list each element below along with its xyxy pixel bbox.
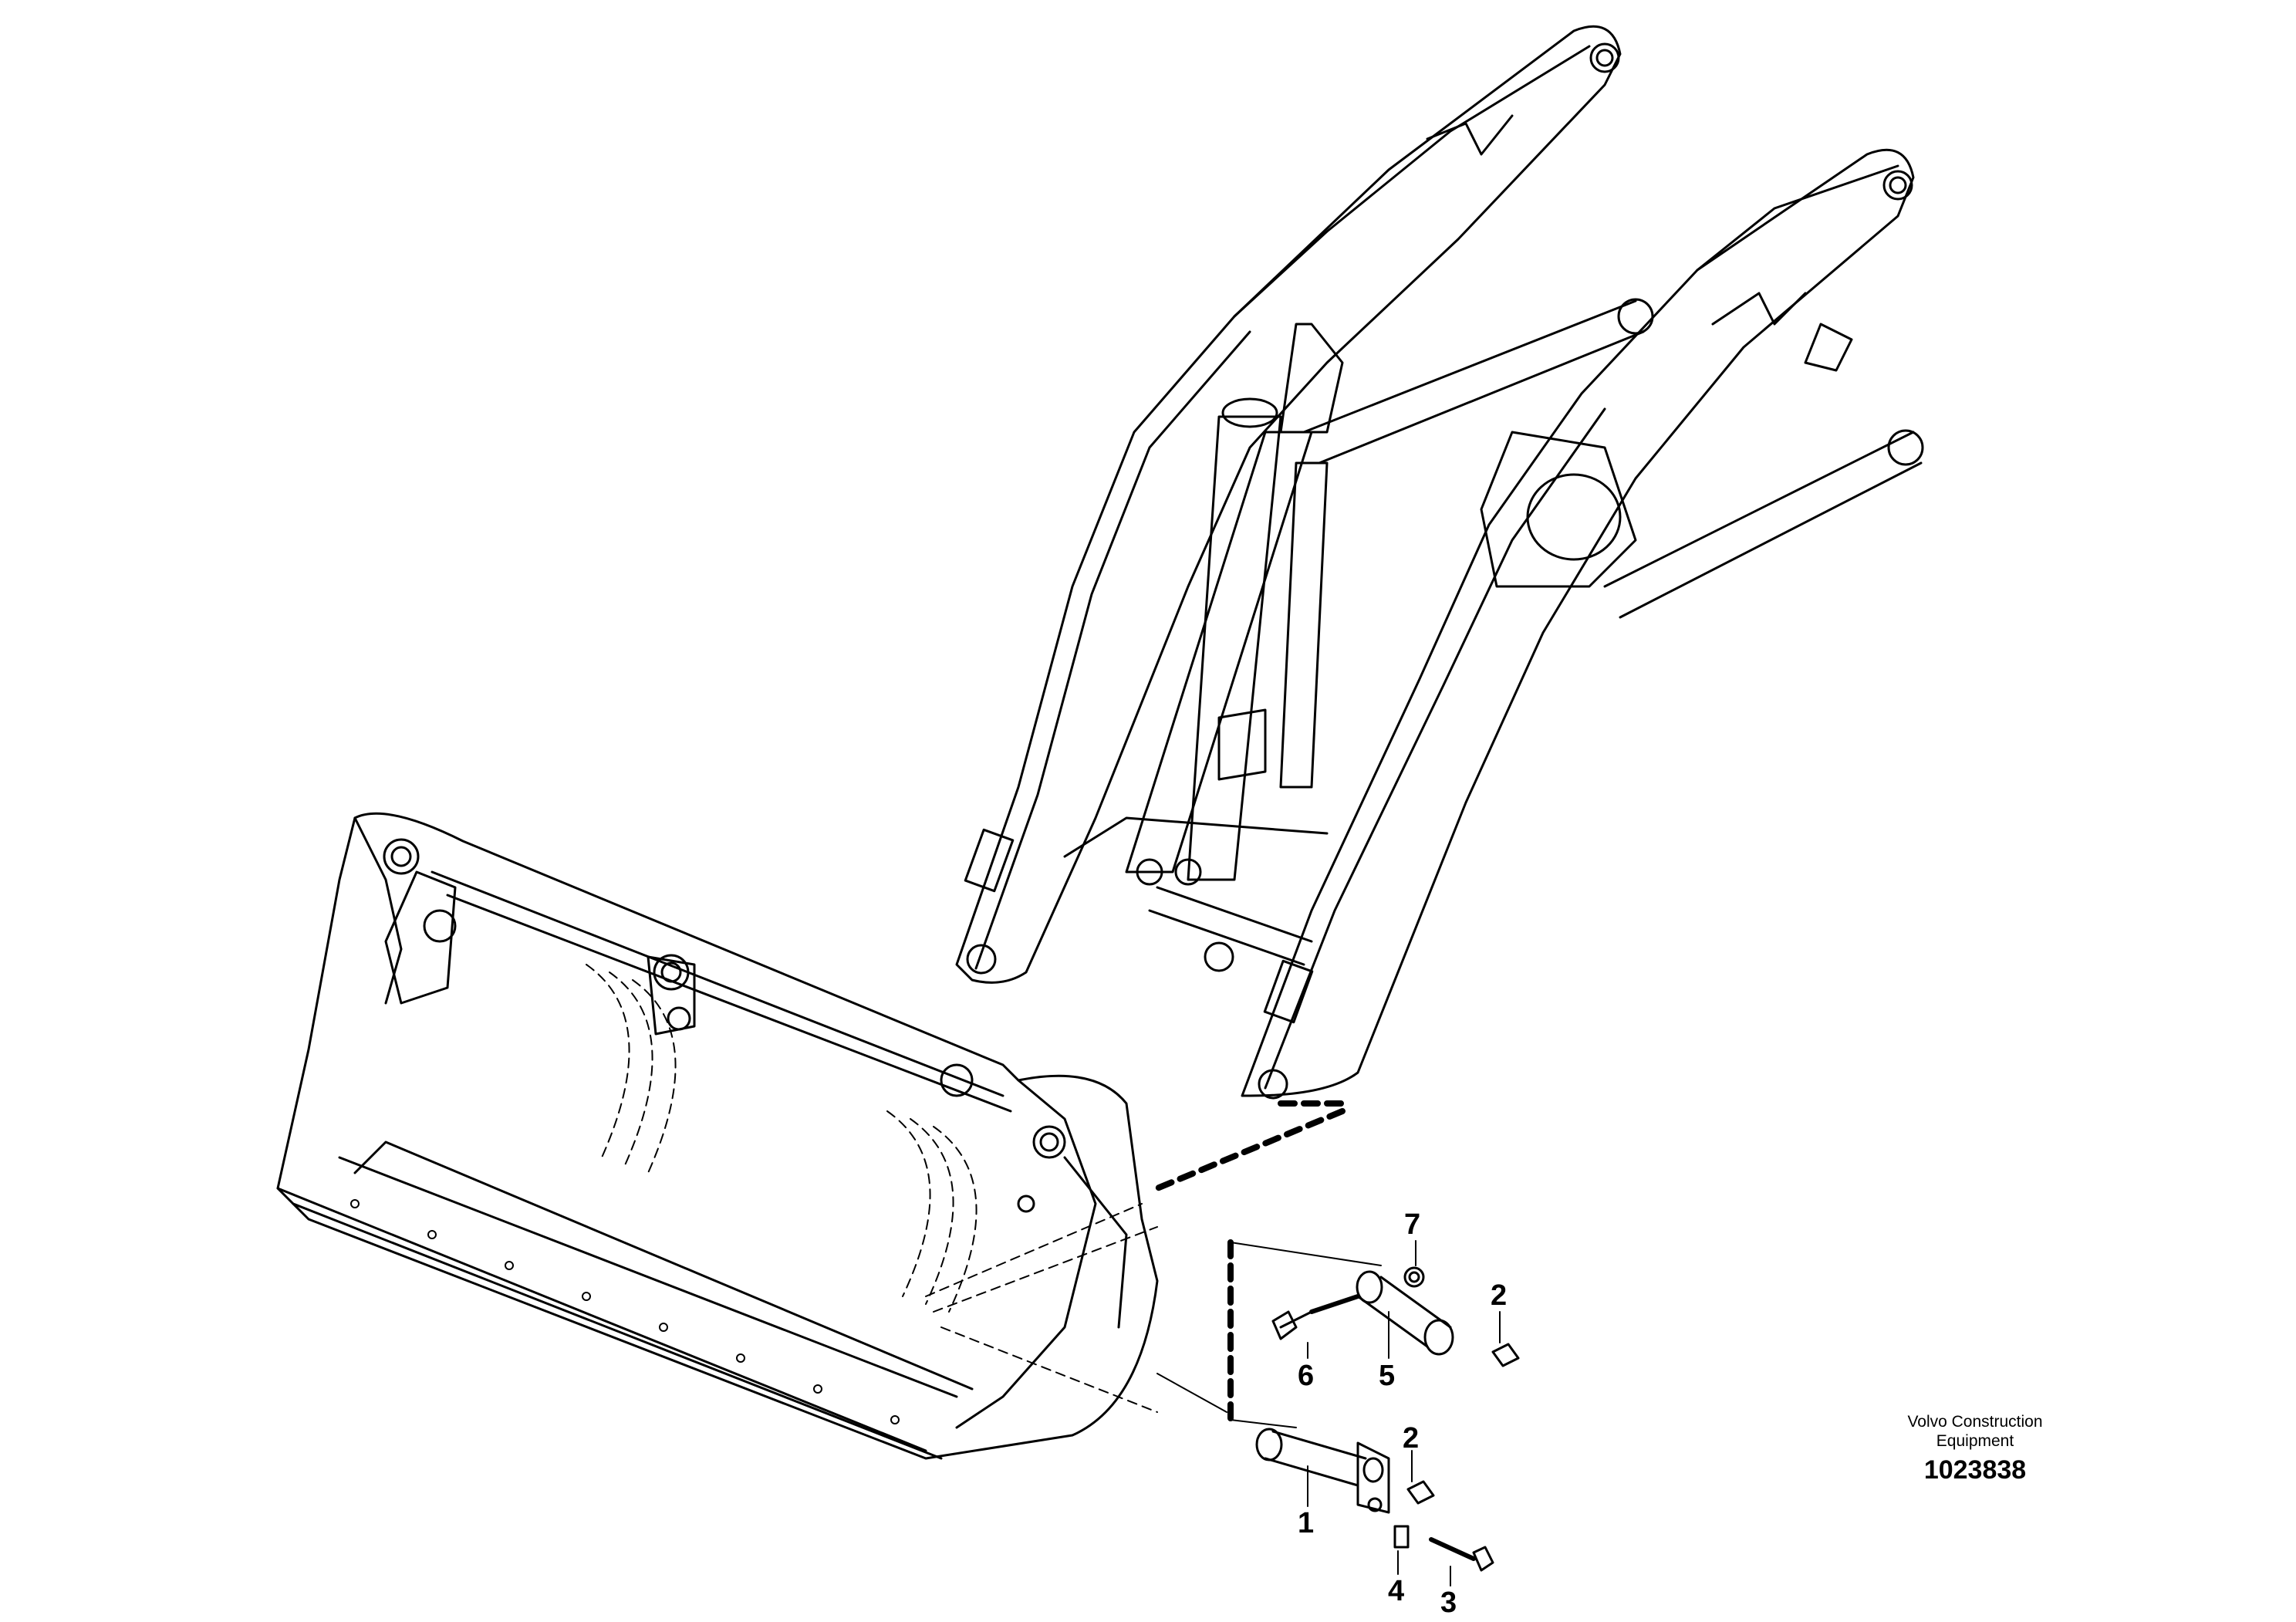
assembly-connection-lines [1154,1100,1382,1428]
manufacturer-line-2: Equipment [1936,1432,2014,1450]
manufacturer-label: Volvo Construction Equipment [1882,1412,2068,1451]
right-boom-arm [1241,148,1915,1097]
callout-7: 7 [1404,1208,1421,1241]
nut-2-upper [1491,1343,1520,1367]
pin-lower [1255,1428,1390,1514]
cutting-edge-bolts [350,1199,900,1424]
nut-2-lower [1406,1480,1435,1505]
callout-2-upper: 2 [1491,1279,1508,1312]
part-number: 1023838 [1923,1455,2027,1485]
callout-1: 1 [1298,1507,1315,1539]
spacer-4 [1393,1525,1410,1549]
callout-6: 6 [1298,1360,1315,1392]
callout-4: 4 [1388,1575,1405,1607]
bolt-6 [1271,1294,1360,1340]
pin-upper [1356,1270,1454,1356]
loader-arm-assembly [955,25,1924,1100]
bucket-outline [276,812,1159,1460]
bucket [276,812,1159,1460]
callout-leaders [1307,1240,1501,1587]
bolt-3 [1429,1537,1494,1572]
nut-7 [1403,1266,1425,1288]
callout-3: 3 [1440,1587,1457,1619]
callout-2-lower: 2 [1403,1422,1420,1455]
manufacturer-line-1: Volvo Construction [1907,1413,2043,1431]
callout-5: 5 [1379,1360,1396,1392]
